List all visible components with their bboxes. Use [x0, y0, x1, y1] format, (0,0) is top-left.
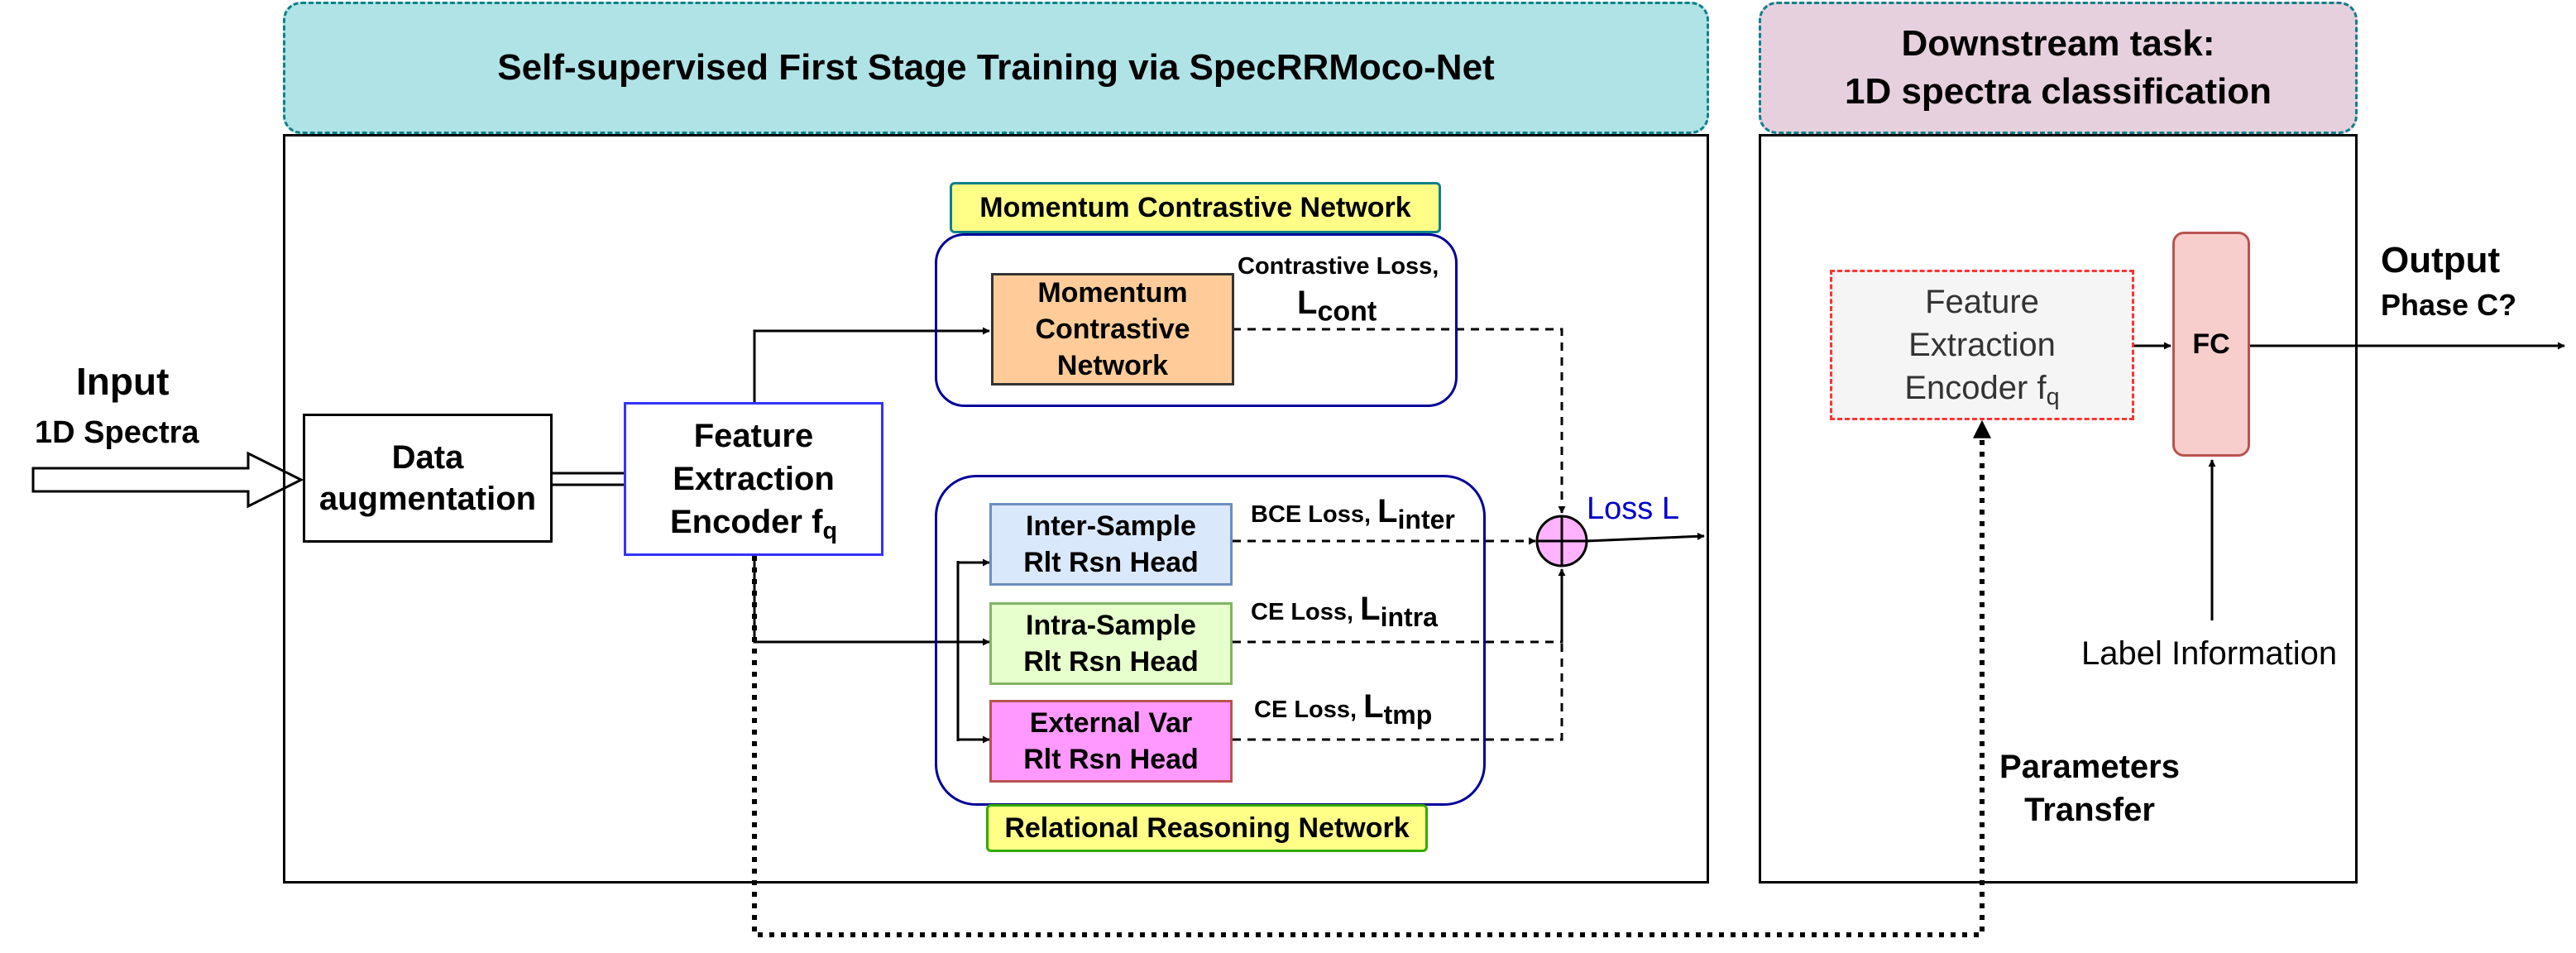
- momentum-network-box: Momentum Contrastive Network: [991, 273, 1234, 386]
- inter-head-line-1: Inter-Sample: [1026, 510, 1196, 542]
- parameters-transfer-path: [752, 419, 1991, 937]
- downstream-encoder-subscript: q: [2046, 384, 2060, 411]
- data-augmentation-line-1: Data: [391, 439, 464, 476]
- external-head-line-1: External Var: [1029, 707, 1193, 739]
- intra-sample-head: Intra-Sample Rlt Rsn Head: [989, 602, 1233, 685]
- header-left-text: Self-supervised First Stage Training via…: [497, 47, 1495, 88]
- data-augmentation-line-2: augmentation: [318, 481, 537, 517]
- downstream-encoder-line-3-text: Encoder f: [1904, 370, 2047, 406]
- downstream-encoder-line-1: Feature: [1925, 284, 2039, 320]
- ce-intra-l: L: [1360, 591, 1381, 627]
- momentum-box-line-1: Momentum: [1037, 277, 1188, 309]
- data-augmentation-box: Data augmentation: [303, 414, 553, 543]
- output-subtitle: Phase C?: [2381, 288, 2517, 322]
- relational-network-label: Relational Reasoning Network: [986, 804, 1428, 852]
- bce-loss-sub: inter: [1397, 505, 1455, 534]
- encoder-line-1: Feature: [693, 418, 814, 454]
- header-right-line-1: Downstream task:: [1901, 23, 2215, 64]
- ce-tmp-sub: tmp: [1383, 700, 1433, 730]
- bce-loss-prefix: BCE Loss,: [1251, 501, 1372, 528]
- parameters-transfer-label: Parameters Transfer: [1966, 743, 2214, 834]
- ce-loss-intra-label: CE Loss, Lintra: [1251, 591, 1438, 630]
- inter-head-line-2: Rlt Rsn Head: [1023, 547, 1199, 578]
- fc-layer-box: FC: [2172, 232, 2250, 457]
- momentum-group: [935, 233, 1458, 407]
- bce-loss-label: BCE Loss, Linter: [1251, 493, 1455, 533]
- parameters-transfer-line-1: Parameters: [1999, 749, 2180, 785]
- contrastive-loss-prefix: Contrastive Loss,: [1238, 253, 1439, 280]
- input-arrow: [31, 451, 304, 509]
- training-panel: [283, 134, 1709, 884]
- input-title: Input: [76, 360, 170, 403]
- ce-tmp-prefix: CE Loss,: [1254, 697, 1357, 723]
- header-self-supervised: Self-supervised First Stage Training via…: [283, 2, 1709, 134]
- intra-head-line-2: Rlt Rsn Head: [1023, 646, 1199, 678]
- downstream-encoder-box: Feature Extraction Encoder fq: [1830, 270, 2134, 420]
- contrastive-loss-sub: cont: [1317, 295, 1377, 328]
- momentum-box-line-3: Network: [1056, 350, 1169, 381]
- encoder-subscript: q: [822, 518, 838, 545]
- header-right-line-2: 1D spectra classification: [1844, 71, 2272, 112]
- contrastive-loss-symbol: Lcont: [1297, 285, 1377, 326]
- contrastive-loss-l: L: [1297, 285, 1318, 321]
- downstream-encoder-line-3: Encoder fq: [1904, 366, 2059, 409]
- ce-intra-sub: intra: [1380, 602, 1438, 632]
- downstream-encoder-line-2: Extraction: [1908, 327, 2056, 363]
- ce-tmp-l: L: [1363, 688, 1384, 725]
- header-downstream: Downstream task: 1D spectra classificati…: [1759, 2, 2358, 134]
- ce-intra-prefix: CE Loss,: [1251, 599, 1354, 625]
- external-var-head: External Var Rlt Rsn Head: [989, 700, 1233, 783]
- feature-encoder-box: Feature Extraction Encoder fq: [624, 402, 883, 556]
- total-loss-label: Loss L: [1587, 491, 1679, 526]
- input-subtitle: 1D Spectra: [35, 415, 199, 450]
- encoder-line-3: Encoder fq: [670, 500, 837, 544]
- encoder-line-3-text: Encoder f: [669, 504, 823, 540]
- bce-loss-l: L: [1377, 493, 1398, 529]
- encoder-line-2: Extraction: [673, 461, 835, 497]
- output-title: Output: [2381, 240, 2501, 280]
- intra-head-line-1: Intra-Sample: [1026, 610, 1196, 641]
- momentum-network-label: Momentum Contrastive Network: [950, 182, 1441, 233]
- label-information-text: Label Information: [2081, 635, 2338, 672]
- downstream-panel: [1759, 134, 2358, 884]
- inter-sample-head: Inter-Sample Rlt Rsn Head: [989, 503, 1233, 586]
- external-head-line-2: Rlt Rsn Head: [1023, 744, 1199, 775]
- parameters-transfer-line-2: Transfer: [2024, 792, 2155, 828]
- momentum-box-line-2: Contrastive: [1035, 314, 1190, 345]
- ce-loss-tmp-label: CE Loss, Ltmp: [1254, 688, 1432, 728]
